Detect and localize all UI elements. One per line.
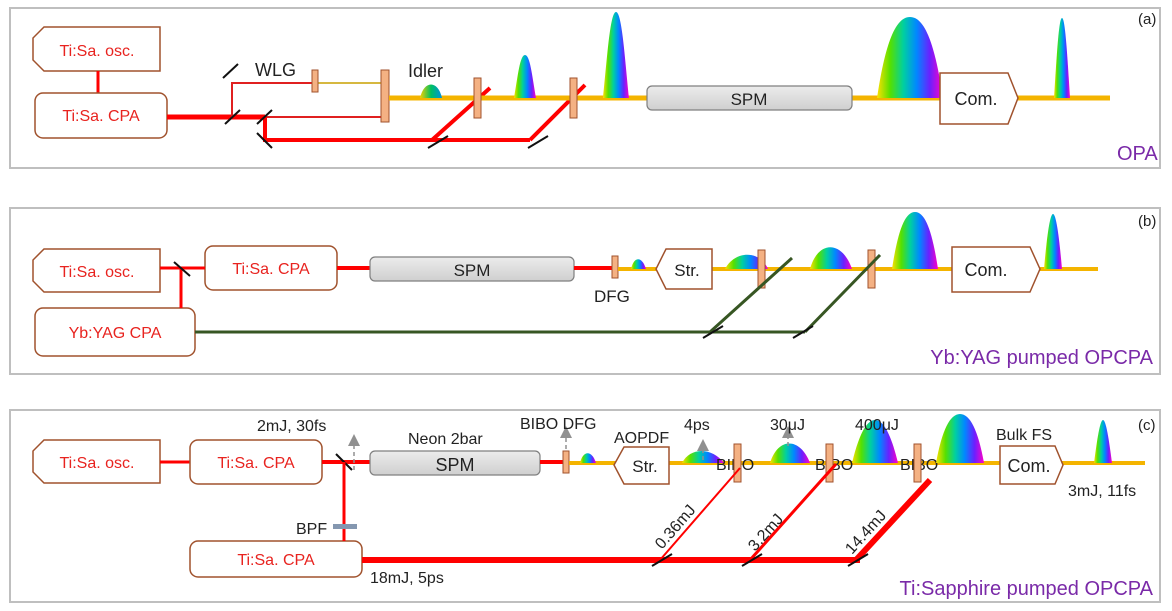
bibo-crystal-3 [913,443,922,483]
pump-output-label: 18mJ, 5ps [370,570,444,587]
osc-label: Ti:Sa. osc. [60,264,135,281]
seed-pulse [420,84,442,98]
mirror-icon [173,261,191,277]
compressor-box [951,246,1041,293]
amplified-pulse-3 [936,414,984,463]
amplified-pulse-2 [852,420,898,463]
panel-b-tag: (b) [1138,213,1156,230]
spm-label: SPM [731,90,768,109]
seed-pulse [580,453,596,463]
dfg-crystal [562,450,570,474]
mirror-icon [741,553,763,567]
compressor-box [939,72,1019,125]
opcpa-crystal-2 [867,249,876,289]
out3-label: 400μJ [855,417,899,434]
bibo-dfg-label: BIBO DFG [520,416,596,433]
neon-label: Neon 2bar [408,431,483,448]
cpa2-label: Ti:Sa. CPA [237,552,315,569]
panel-b: (b) Yb:YAG pumped OPCPA Ti:Sa. osc. Ti:S… [9,207,1161,375]
wlg-crystal [311,69,319,93]
mirror-icon [702,325,724,339]
mirror-icon [527,135,549,149]
bpf-label: BPF [296,521,327,538]
panel-a: (a) OPA Ti:Sa. osc. Ti:Sa. CPA WLG Idler [9,7,1161,169]
mirror-icon [224,109,241,125]
bibo-crystal-1 [733,443,742,483]
out1-label: 4ps [684,417,710,434]
compressed-pulse [1054,18,1070,98]
cpa-label: Ti:Sa. CPA [62,108,140,125]
panel-c-title: Ti:Sapphire pumped OPCPA [900,578,1154,600]
stretched-pulse [725,254,768,269]
panel-a-title: OPA [1117,143,1158,165]
compressed-pulse [1044,214,1062,269]
dfg-crystal [611,255,619,279]
pump-to-bibo2 [748,462,838,562]
compressor-label: Com. [1007,456,1050,476]
osc-box [32,439,161,484]
spm-box [646,85,853,111]
mirror-icon [792,325,814,339]
spm-label: SPM [435,455,474,475]
spm-label: SPM [454,261,491,280]
dfg-label: DFG [594,287,630,306]
compressor-label: Com. [964,260,1007,280]
opa-crystal-1 [473,77,482,119]
dichroic-plate [380,69,390,123]
mirror-icon [427,135,449,149]
panel-c-frame [9,409,1161,603]
compressor-label: Com. [954,89,997,109]
seed-pulse [631,259,646,269]
cpa-label: Ti:Sa. CPA [232,261,310,278]
mirror-icon [222,63,239,79]
cpa1-output-label: 2mJ, 30fs [257,418,326,435]
osc-box [32,26,161,72]
compressor-box [999,445,1064,485]
broadened-pulse [877,17,943,98]
mirror-icon [651,553,673,567]
bandpass-filter [333,524,357,529]
cpa1-label: Ti:Sa. CPA [217,455,295,472]
pump-to-bibo3 [853,477,933,563]
out2-label: 30μJ [770,417,805,434]
osc-label: Ti:Sa. osc. [60,455,135,472]
amplified-pulse-1 [770,443,810,463]
compressed-pulse [1094,420,1112,463]
amplified-pulse-2 [892,212,938,269]
yb-cpa-label: Yb:YAG CPA [69,325,162,342]
mirror-icon [256,109,273,125]
amplified-pulse-1 [514,55,536,98]
idler-label: Idler [408,61,443,81]
osc-label: Ti:Sa. osc. [60,43,135,60]
panel-a-tag: (a) [1138,11,1156,28]
osc-box [32,248,161,293]
panel-c: (c) Ti:Sapphire pumped OPCPA Ti:Sa. osc.… [9,409,1161,603]
opa-crystal-2 [569,77,578,119]
mirror-icon [847,553,869,567]
final-output-label: 3mJ, 11fs [1068,483,1136,500]
opcpa-crystal-1 [757,249,766,289]
stretcher-label: Str. [674,261,700,280]
stretcher-box [613,446,670,485]
bibo-crystal-2 [825,443,834,483]
aopdf-label: AOPDF [614,430,669,447]
bulk-fs-label: Bulk FS [996,427,1052,444]
wlg-label: WLG [255,60,296,80]
stretcher-label: Str. [632,457,658,476]
panel-c-tag: (c) [1138,417,1156,434]
pump-to-crystal2 [803,253,882,334]
wlg-branch-beam [231,82,312,117]
mirror-icon [256,132,273,149]
stretcher-box [655,248,713,290]
amplified-pulse-2 [603,12,629,98]
pump-to-bibo1 [659,467,741,561]
amplified-pulse-1 [810,247,852,269]
panel-b-title: Yb:YAG pumped OPCPA [930,347,1153,369]
pump-to-crystal1 [708,256,794,334]
